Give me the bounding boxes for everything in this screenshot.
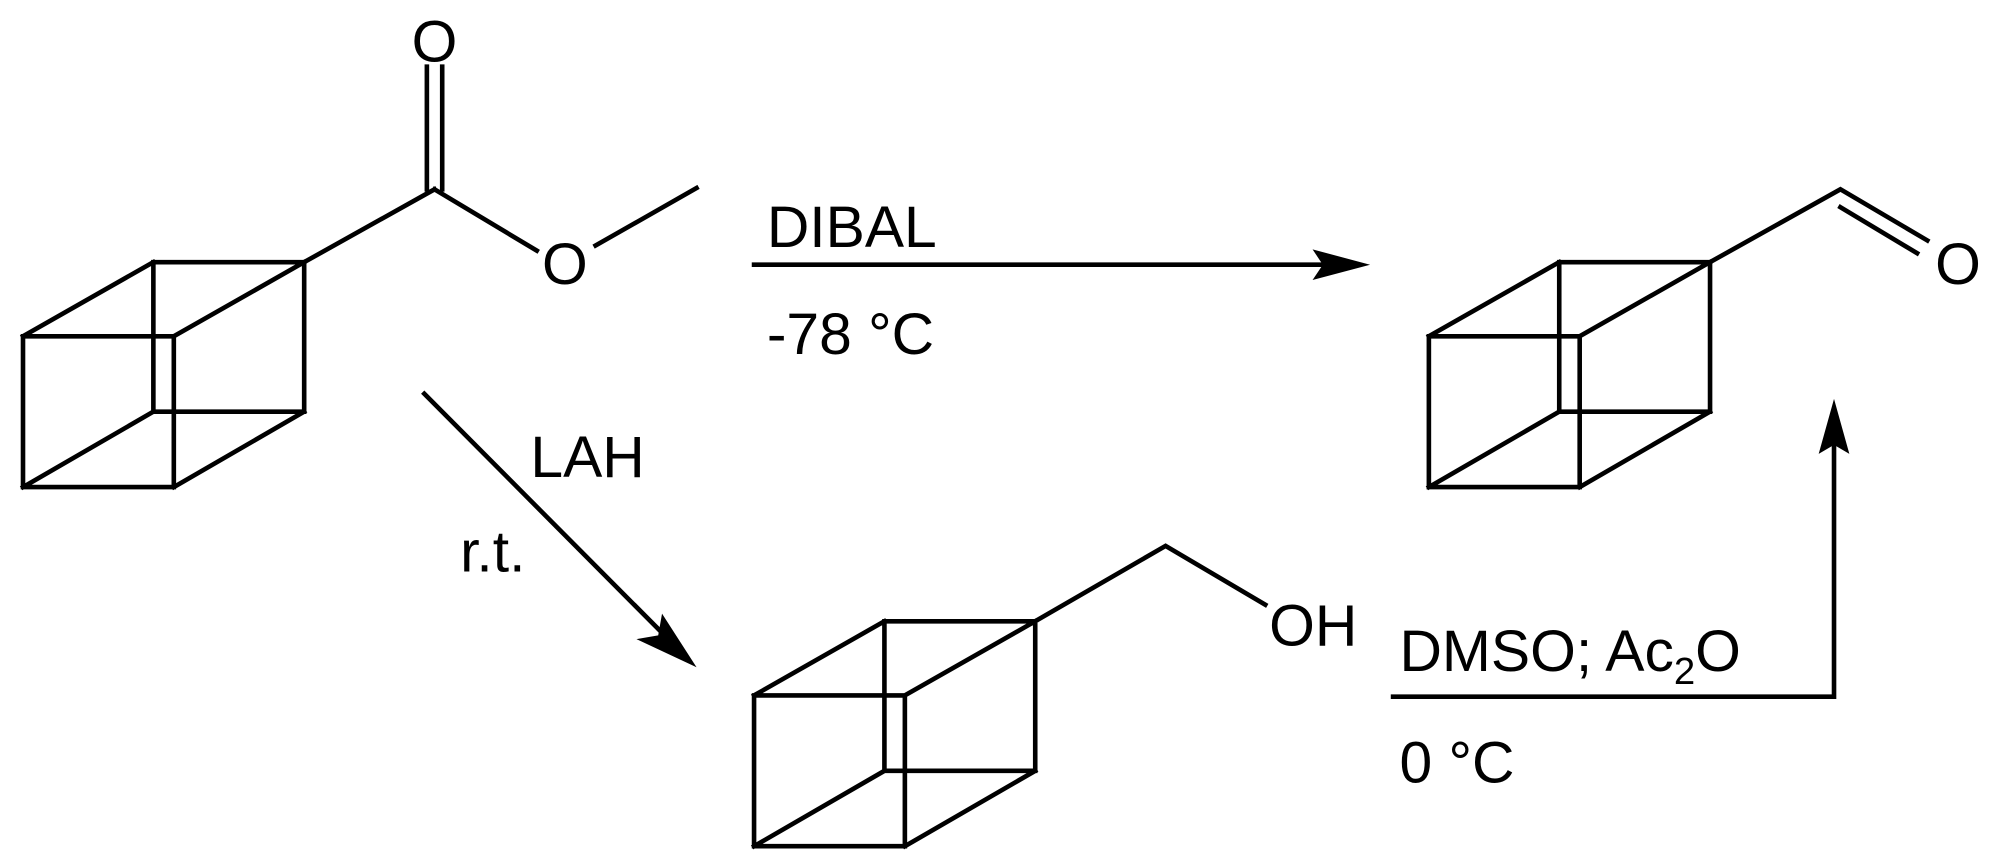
arrowhead [636,613,697,668]
reagent-dibal: DIBAL [767,195,937,260]
arrow-lah: LAH r.t. [421,390,697,668]
reagent-dmso-ac2o: DMSO; Ac2O [1399,619,1740,693]
aldehyde-oxygen: O [1935,232,1981,297]
arrow-oxidation: DMSO; Ac2O 0 °C [1390,398,1850,795]
ester-bonds [301,64,700,266]
alcohol-bonds [1032,543,1269,625]
cubane-carboxaldehyde-molecule: O [1429,186,1981,487]
aldehyde-bonds [1706,186,1931,266]
cubane-skeleton [23,262,304,487]
condition-0c: 0 °C [1399,730,1514,795]
arrowhead [1312,249,1371,281]
carbonyl-oxygen: O [412,10,458,75]
condition-rt: r.t. [460,519,525,584]
cubane-skeleton [754,621,1035,846]
arrow-dibal: DIBAL -78 °C [751,195,1371,367]
hydroxyl-group: OH [1269,594,1357,659]
condition-minus78: -78 °C [767,302,934,367]
methyl-ester-molecule: O O [23,10,700,488]
ester-oxygen: O [542,232,588,297]
cubane-skeleton [1429,262,1710,487]
arrowhead [1818,398,1850,454]
cubylmethanol-molecule: OH [754,543,1357,846]
reagent-lah: LAH [530,425,644,490]
